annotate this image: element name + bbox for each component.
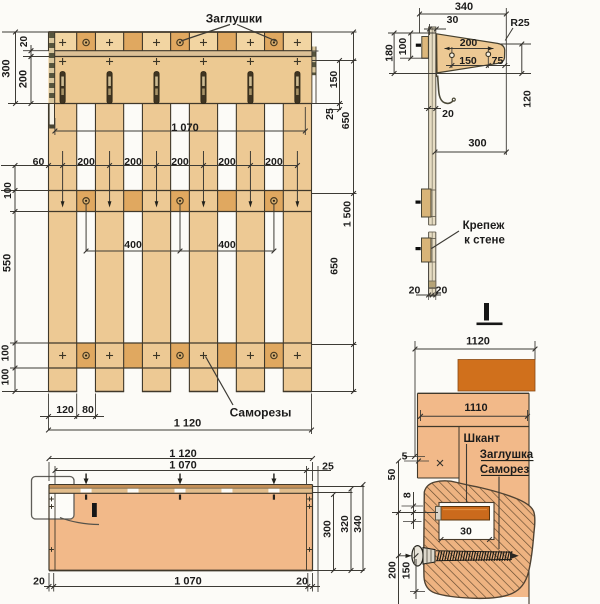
svg-text:120: 120 <box>56 404 74 416</box>
svg-text:100: 100 <box>397 38 409 56</box>
svg-text:400: 400 <box>218 239 236 251</box>
svg-text:200: 200 <box>460 37 478 49</box>
svg-text:1 500: 1 500 <box>342 201 354 227</box>
svg-text:60: 60 <box>33 156 45 168</box>
svg-text:75: 75 <box>492 55 504 67</box>
svg-text:200: 200 <box>387 561 399 579</box>
svg-text:1 070: 1 070 <box>169 460 197 472</box>
svg-text:650: 650 <box>329 257 341 275</box>
svg-text:150: 150 <box>328 71 340 89</box>
svg-text:200: 200 <box>218 156 236 168</box>
svg-text:1 070: 1 070 <box>174 576 202 588</box>
svg-text:Шкант: Шкант <box>464 433 501 445</box>
svg-text:300: 300 <box>1 59 13 77</box>
svg-text:20: 20 <box>442 108 454 120</box>
svg-text:50: 50 <box>386 469 398 481</box>
svg-text:25: 25 <box>324 108 336 120</box>
svg-text:180: 180 <box>383 44 395 62</box>
svg-text:320: 320 <box>339 515 351 533</box>
svg-text:1 120: 1 120 <box>169 448 197 460</box>
svg-text:150: 150 <box>401 562 413 580</box>
svg-text:100: 100 <box>0 368 11 385</box>
svg-text:20: 20 <box>296 576 308 588</box>
svg-text:R25: R25 <box>510 17 529 29</box>
svg-text:200: 200 <box>77 156 95 168</box>
svg-text:200: 200 <box>124 156 142 168</box>
svg-text:Крепеж: Крепеж <box>463 220 506 232</box>
svg-text:5: 5 <box>402 451 408 463</box>
svg-text:80: 80 <box>82 404 94 416</box>
svg-text:340: 340 <box>352 515 364 533</box>
svg-text:200: 200 <box>171 156 189 168</box>
svg-text:20: 20 <box>409 285 421 297</box>
svg-text:300: 300 <box>468 138 486 150</box>
svg-text:200: 200 <box>265 156 283 168</box>
svg-text:650: 650 <box>340 112 352 130</box>
svg-text:550: 550 <box>2 254 14 272</box>
svg-text:20: 20 <box>19 36 30 48</box>
svg-text:400: 400 <box>124 239 142 251</box>
svg-text:120: 120 <box>521 90 533 108</box>
svg-text:1 070: 1 070 <box>171 122 199 134</box>
svg-text:20: 20 <box>436 285 448 297</box>
svg-text:1110: 1110 <box>464 402 487 414</box>
svg-text:30: 30 <box>460 526 472 538</box>
svg-text:1120: 1120 <box>466 336 490 348</box>
svg-text:200: 200 <box>17 70 29 88</box>
svg-text:Заглушки: Заглушки <box>206 12 262 26</box>
svg-text:Заглушка: Заглушка <box>480 449 534 461</box>
svg-text:100: 100 <box>0 344 11 361</box>
svg-text:1 120: 1 120 <box>174 418 202 430</box>
svg-text:к стене: к стене <box>464 235 505 247</box>
svg-text:300: 300 <box>322 520 334 538</box>
svg-text:340: 340 <box>455 1 473 13</box>
svg-text:150: 150 <box>459 55 477 67</box>
svg-text:20: 20 <box>33 576 45 588</box>
svg-text:25: 25 <box>322 461 334 473</box>
svg-text:Саморезы: Саморезы <box>230 406 292 420</box>
svg-text:8: 8 <box>402 492 414 498</box>
svg-text:30: 30 <box>447 14 459 26</box>
svg-text:100: 100 <box>3 182 14 199</box>
svg-text:Саморез: Саморез <box>480 464 530 476</box>
